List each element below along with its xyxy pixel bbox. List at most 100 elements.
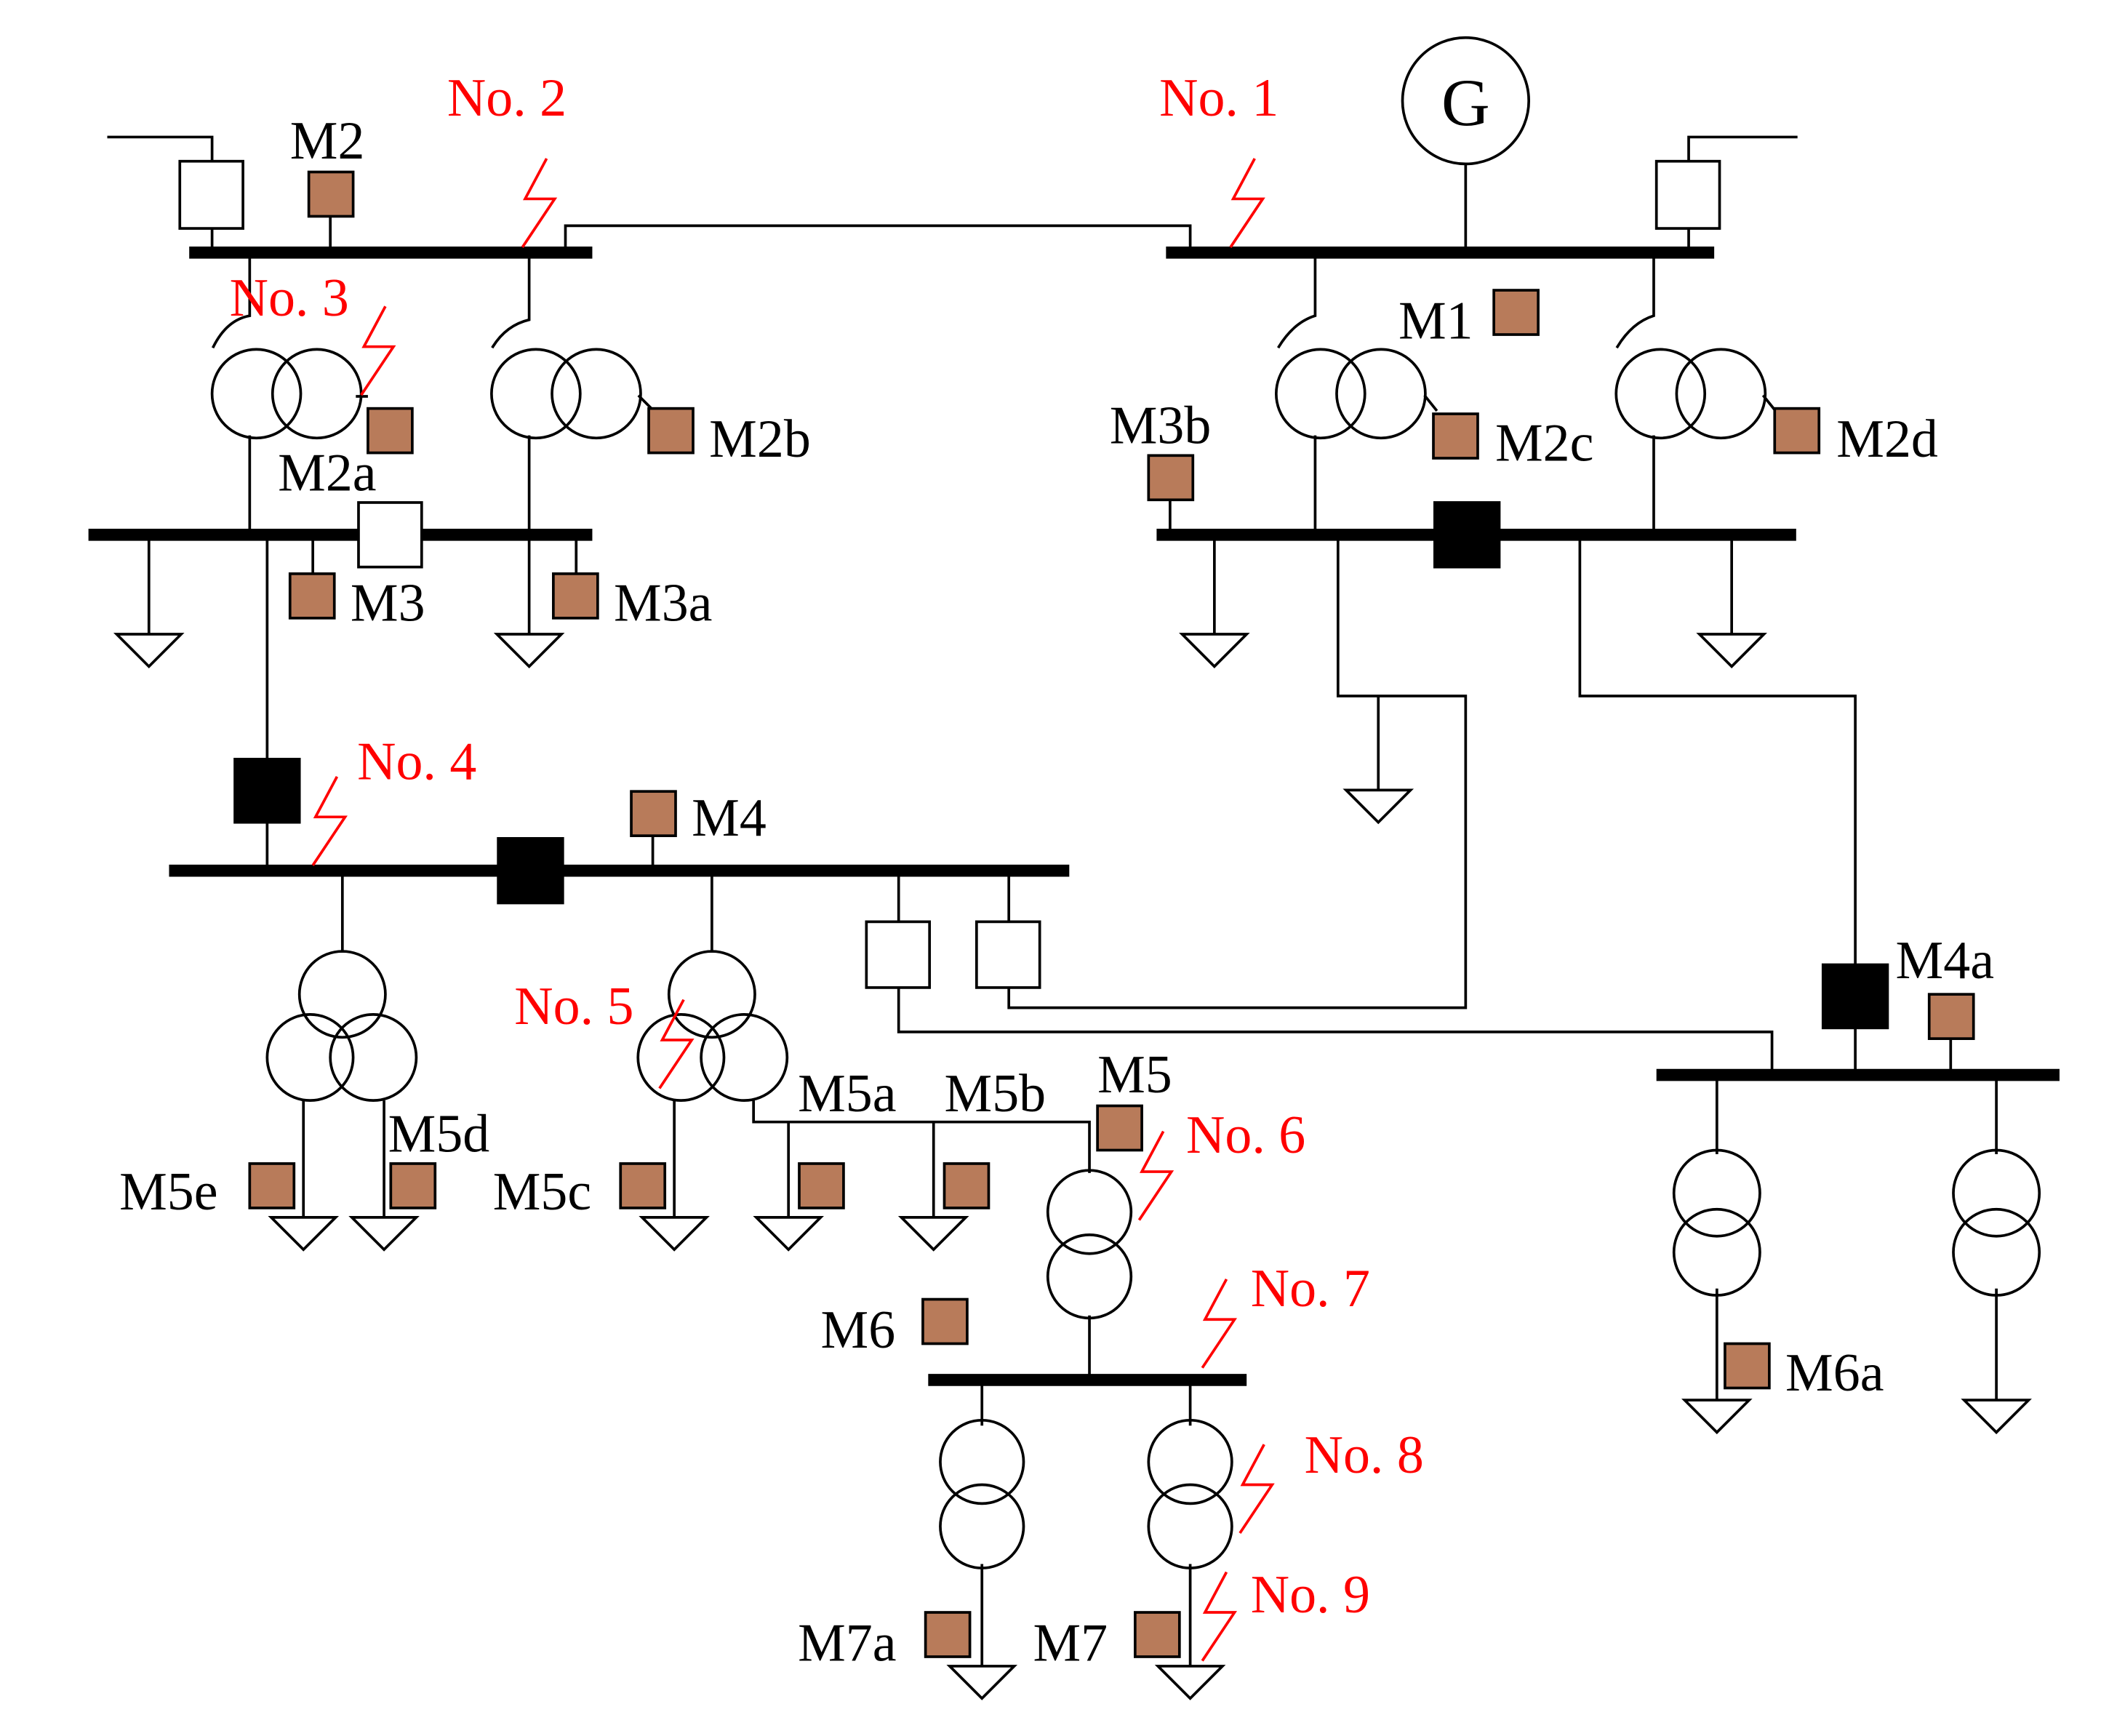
transformer-1-winding-a bbox=[210, 348, 303, 440]
wire-18 bbox=[1578, 533, 1857, 1076]
load-triangle-7 bbox=[348, 1216, 420, 1252]
transformer-5-winding-top bbox=[297, 950, 387, 1039]
fault-mark-no-9 bbox=[1201, 1571, 1238, 1662]
meter-m5e-label: M5e bbox=[119, 1161, 217, 1221]
transformer-1-winding-b bbox=[271, 348, 363, 440]
meter-m5e-box bbox=[248, 1162, 296, 1209]
transformer-6-winding-left bbox=[636, 1013, 726, 1102]
transformer-7-winding-top bbox=[1046, 1169, 1133, 1255]
load-triangle-12 bbox=[1154, 1665, 1226, 1700]
wire-23 bbox=[752, 1100, 1091, 1219]
breaker-open-5 bbox=[975, 920, 1041, 989]
fault-marks bbox=[311, 158, 1275, 1662]
meter-m2b-label: M2b bbox=[709, 409, 811, 468]
fault-label-no-4: No. 4 bbox=[357, 732, 476, 791]
fault-label-no-5: No. 5 bbox=[514, 976, 633, 1036]
load-triangle-8 bbox=[639, 1216, 710, 1252]
fault-label-no-8: No. 8 bbox=[1305, 1425, 1424, 1484]
wire-10 bbox=[1615, 251, 1655, 349]
transformer-10-winding-top bbox=[1672, 1148, 1761, 1238]
fault-label-no-1: No. 1 bbox=[1159, 68, 1278, 127]
meter-m4-box bbox=[630, 790, 677, 838]
fault-mark-no-8 bbox=[1238, 1444, 1275, 1535]
meter-m5b-label: M5b bbox=[945, 1063, 1047, 1123]
meter-m5-box bbox=[1096, 1104, 1143, 1152]
meter-m2c-box bbox=[1432, 412, 1479, 460]
load-triangle-10 bbox=[897, 1216, 969, 1252]
fault-label-no-7: No. 7 bbox=[1251, 1258, 1370, 1318]
transformer-2-winding-b bbox=[551, 348, 642, 440]
load-triangle-13 bbox=[1681, 1399, 1753, 1435]
meter-m6a-label: M6a bbox=[1785, 1343, 1884, 1402]
breaker-closed-1 bbox=[233, 758, 301, 824]
transformer-11-winding-bottom bbox=[1952, 1207, 2041, 1297]
transformer-11-winding-top bbox=[1952, 1148, 2041, 1238]
meter-m2a-box bbox=[367, 407, 414, 455]
transformer-4-winding-a bbox=[1614, 348, 1707, 440]
meter-m5a-box bbox=[798, 1162, 845, 1209]
meters bbox=[248, 170, 1975, 1658]
loads bbox=[113, 633, 2032, 1700]
wire-25 bbox=[980, 1378, 1192, 1668]
meter-m1-label: M1 bbox=[1398, 291, 1473, 351]
breaker-open-3 bbox=[357, 501, 423, 569]
transformer-5-winding-left bbox=[265, 1013, 355, 1102]
meter-m3-label: M3 bbox=[351, 573, 425, 633]
fault-mark-no-1 bbox=[1229, 158, 1265, 248]
fault-mark-no-7 bbox=[1201, 1278, 1238, 1369]
meter-m2a-label: M2a bbox=[278, 442, 376, 502]
meter-m5b-box bbox=[943, 1162, 991, 1209]
meter-m5d-box bbox=[389, 1162, 437, 1209]
meter-m3-box bbox=[288, 572, 336, 620]
wire-17 bbox=[1007, 533, 1468, 1009]
transformer-3-winding-a bbox=[1274, 348, 1366, 440]
fault-mark-no-6 bbox=[1137, 1130, 1174, 1221]
fault-mark-no-2 bbox=[521, 158, 558, 248]
transformer-4-winding-b bbox=[1675, 348, 1767, 440]
load-triangle-5 bbox=[1342, 788, 1414, 825]
transformer-6-winding-top bbox=[667, 950, 756, 1039]
fault-mark-no-4 bbox=[311, 775, 348, 866]
wire-4 bbox=[564, 224, 1192, 255]
wire-1 bbox=[107, 135, 214, 163]
breaker-open-2 bbox=[1654, 159, 1721, 230]
fault-mark-no-5 bbox=[658, 999, 695, 1089]
generator-circle bbox=[1401, 36, 1531, 166]
meter-m2-box bbox=[307, 170, 355, 218]
meter-m7-box bbox=[1134, 1611, 1181, 1658]
breaker-closed-3 bbox=[1433, 501, 1501, 569]
meter-m3b-box bbox=[1147, 454, 1195, 502]
meter-m3a-box bbox=[552, 572, 599, 620]
wire-26 bbox=[1715, 1073, 1998, 1401]
meter-m3a-label: M3a bbox=[614, 573, 712, 633]
meter-m1-box bbox=[1492, 289, 1540, 336]
meter-m5c-box bbox=[619, 1162, 667, 1209]
wire-22 bbox=[302, 1100, 676, 1219]
meter-m5-label: M5 bbox=[1097, 1044, 1172, 1104]
fault-label-no-9: No. 9 bbox=[1251, 1564, 1370, 1624]
wire-2 bbox=[1687, 135, 1798, 163]
breaker-closed-2 bbox=[497, 837, 564, 905]
load-triangle-14 bbox=[1961, 1399, 2032, 1435]
fault-label-no-2: No. 2 bbox=[447, 68, 567, 127]
wire-8 bbox=[491, 251, 531, 349]
load-triangle-2 bbox=[493, 633, 565, 668]
meter-m2c-label: M2c bbox=[1495, 413, 1593, 473]
load-triangle-3 bbox=[1179, 633, 1250, 668]
wire-19 bbox=[897, 869, 1774, 1076]
wire-7 bbox=[211, 251, 252, 349]
breaker-open-4 bbox=[865, 920, 932, 989]
meter-m5a-label: M5a bbox=[798, 1063, 896, 1123]
meter-m2-label: M2 bbox=[290, 111, 365, 170]
transformer-5-winding-right bbox=[329, 1013, 418, 1102]
meter-m6-box bbox=[921, 1297, 969, 1345]
meter-m4a-label: M4a bbox=[1896, 930, 1994, 990]
fault-label-no-6: No. 6 bbox=[1186, 1105, 1305, 1164]
meter-m7-label: M7 bbox=[1033, 1613, 1108, 1673]
load-triangle-4 bbox=[1696, 633, 1767, 668]
transformer-7-winding-bottom bbox=[1046, 1233, 1133, 1320]
transformer-8-winding-bottom bbox=[939, 1483, 1025, 1569]
wire-21 bbox=[340, 869, 713, 953]
